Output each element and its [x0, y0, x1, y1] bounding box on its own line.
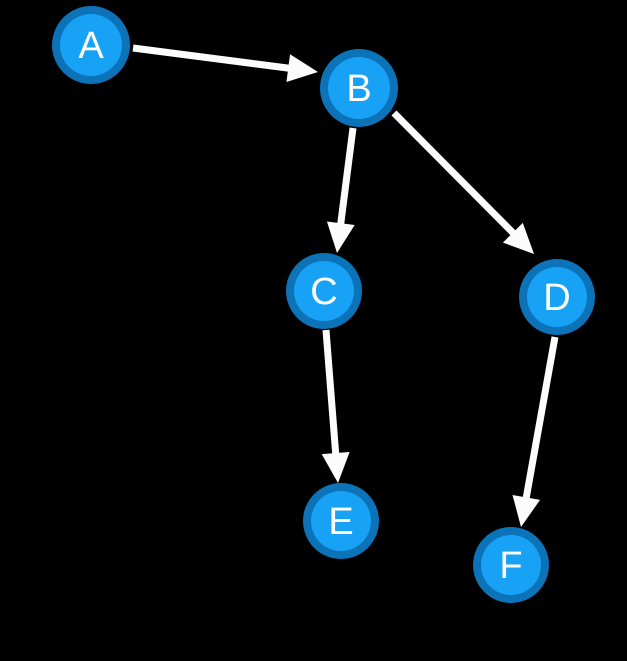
graph-node-c[interactable]: C	[286, 253, 362, 329]
graph-node-e[interactable]: E	[303, 483, 379, 559]
arrowhead-icon	[326, 221, 355, 253]
arrowhead-icon	[502, 222, 534, 254]
graph-node-b[interactable]: B	[320, 49, 398, 127]
arrowhead-icon	[286, 54, 318, 83]
graph-node-f[interactable]: F	[473, 527, 549, 603]
edge-line	[336, 127, 357, 228]
edge-b-d: B → D	[391, 110, 534, 254]
node-fill	[328, 57, 390, 119]
node-fill	[60, 14, 122, 76]
edge-d-f: D → F	[512, 336, 559, 527]
edge-line	[322, 329, 340, 458]
edge-line	[522, 336, 559, 503]
edge-line	[391, 110, 519, 239]
node-fill	[311, 491, 371, 551]
arrowhead-icon	[512, 495, 541, 527]
graph-node-a[interactable]: A	[52, 6, 130, 84]
edge-c-e: C → E	[321, 329, 350, 483]
edges-layer: A → B B → C B → D C → E D → F	[132, 44, 559, 527]
graph-node-d[interactable]: D	[519, 259, 595, 335]
node-fill	[527, 267, 587, 327]
edge-a-b: A → B	[132, 44, 318, 83]
edge-line	[132, 44, 293, 73]
node-fill	[294, 261, 354, 321]
edge-b-c: B → C	[326, 127, 357, 253]
arrowhead-icon	[321, 451, 350, 483]
node-fill	[481, 535, 541, 595]
